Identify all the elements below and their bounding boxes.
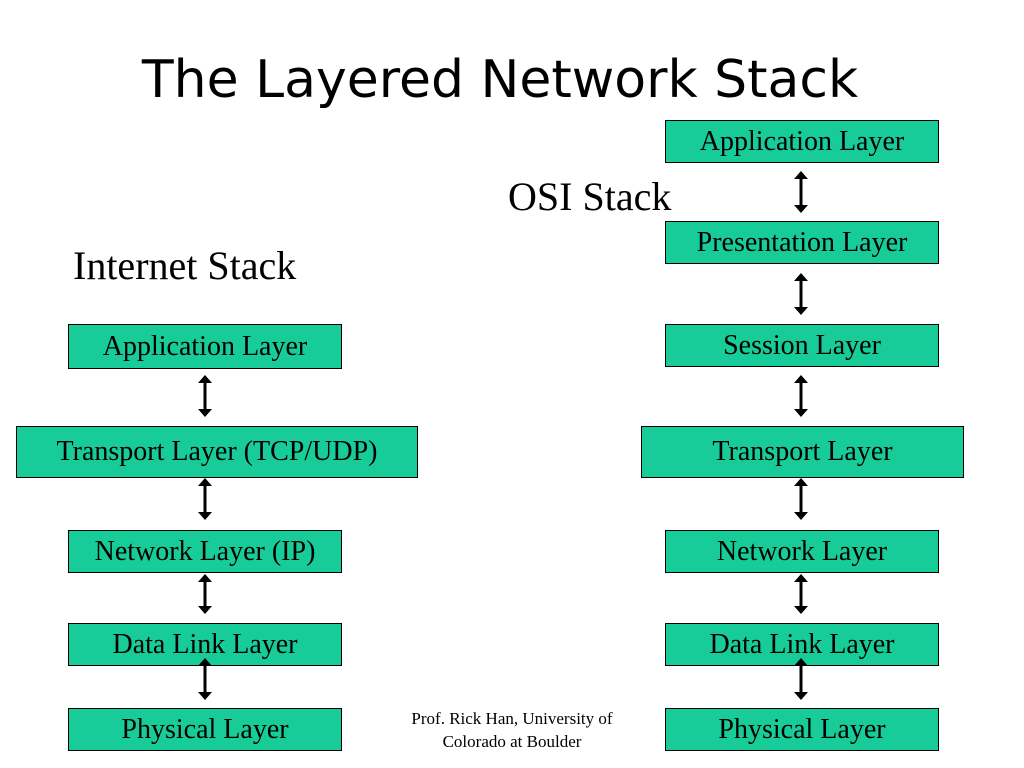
footer-credit: Prof. Rick Han, University of Colorado a… <box>382 707 642 753</box>
osi-arrow-6 <box>791 658 811 700</box>
internet-network-layer: Network Layer (IP) <box>68 530 342 573</box>
internet-physical-layer: Physical Layer <box>68 708 342 751</box>
osi-arrow-2 <box>791 273 811 315</box>
slide-title: The Layered Network Stack <box>141 50 859 110</box>
internet-application-layer: Application Layer <box>68 324 342 369</box>
footer-line-1: Prof. Rick Han, University of <box>411 709 613 728</box>
footer-line-2: Colorado at Boulder <box>442 732 582 751</box>
osi-stack-label: OSI Stack <box>508 174 672 219</box>
internet-arrow-4 <box>195 658 215 700</box>
osi-session-layer: Session Layer <box>665 324 939 367</box>
internet-arrow-3 <box>195 574 215 614</box>
internet-arrow-1 <box>195 375 215 417</box>
osi-arrow-4 <box>791 478 811 520</box>
internet-stack-label: Internet Stack <box>73 243 297 288</box>
internet-arrow-2 <box>195 478 215 520</box>
osi-physical-layer: Physical Layer <box>665 708 939 751</box>
osi-network-layer: Network Layer <box>665 530 939 573</box>
osi-arrow-3 <box>791 375 811 417</box>
osi-presentation-layer: Presentation Layer <box>665 221 939 264</box>
osi-application-layer: Application Layer <box>665 120 939 163</box>
osi-arrow-5 <box>791 574 811 614</box>
osi-arrow-1 <box>791 171 811 213</box>
internet-transport-layer: Transport Layer (TCP/UDP) <box>16 426 418 478</box>
osi-transport-layer: Transport Layer <box>641 426 964 478</box>
